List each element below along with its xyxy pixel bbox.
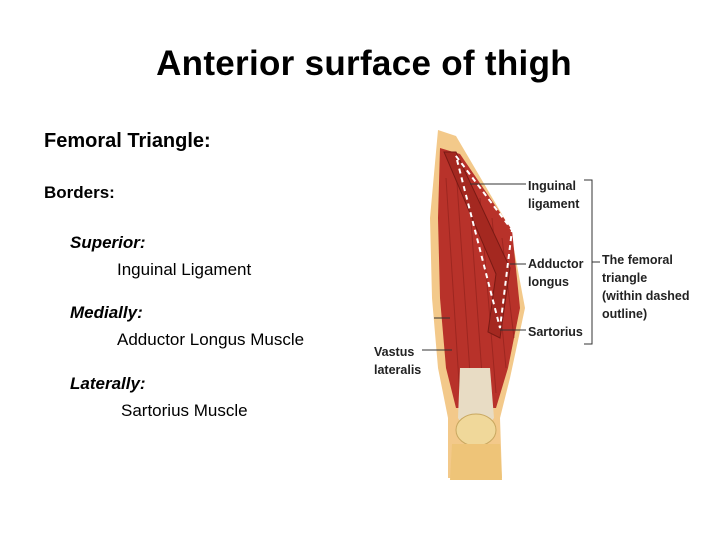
border-value-medial: Adductor Longus Muscle	[117, 330, 305, 349]
label-femoral-4: outline)	[602, 307, 647, 321]
borders-heading: Borders:	[44, 183, 115, 202]
patellar-tendon	[458, 368, 494, 428]
leader-lines	[422, 179, 600, 351]
border-value-lateral: Sartorius Muscle	[121, 401, 248, 420]
label-sartorius: Sartorius	[528, 325, 583, 339]
label-inguinal-2: ligament	[528, 197, 580, 211]
label-adductor-2: longus	[528, 275, 569, 289]
label-vastus-1: Vastus	[374, 345, 414, 359]
lower-leg	[450, 444, 502, 480]
sartorius-muscle	[443, 151, 511, 339]
patella	[455, 413, 497, 447]
slide-title: Anterior surface of thigh	[156, 44, 572, 83]
border-term-lateral: Laterally:	[70, 374, 146, 393]
femoral-triangle-heading: Femoral Triangle:	[44, 130, 211, 152]
border-value-superior: Inguinal Ligament	[117, 260, 252, 279]
label-adductor-1: Adductor	[528, 257, 584, 271]
label-femoral-2: triangle	[602, 271, 647, 285]
thigh-anatomy-figure: Inguinal ligament Adductor longus Sartor…	[360, 118, 720, 490]
label-inguinal-1: Inguinal	[528, 179, 576, 193]
border-term-superior: Superior:	[70, 233, 146, 252]
label-femoral-1: The femoral	[602, 253, 673, 267]
femoral-triangle-outline	[455, 155, 514, 329]
label-vastus-2: lateralis	[374, 363, 421, 377]
quadriceps-muscle	[438, 148, 520, 408]
border-term-medial: Medially:	[70, 303, 143, 322]
label-femoral-3: (within dashed	[602, 289, 690, 303]
thigh-illustration: Inguinal ligament Adductor longus Sartor…	[374, 130, 690, 480]
